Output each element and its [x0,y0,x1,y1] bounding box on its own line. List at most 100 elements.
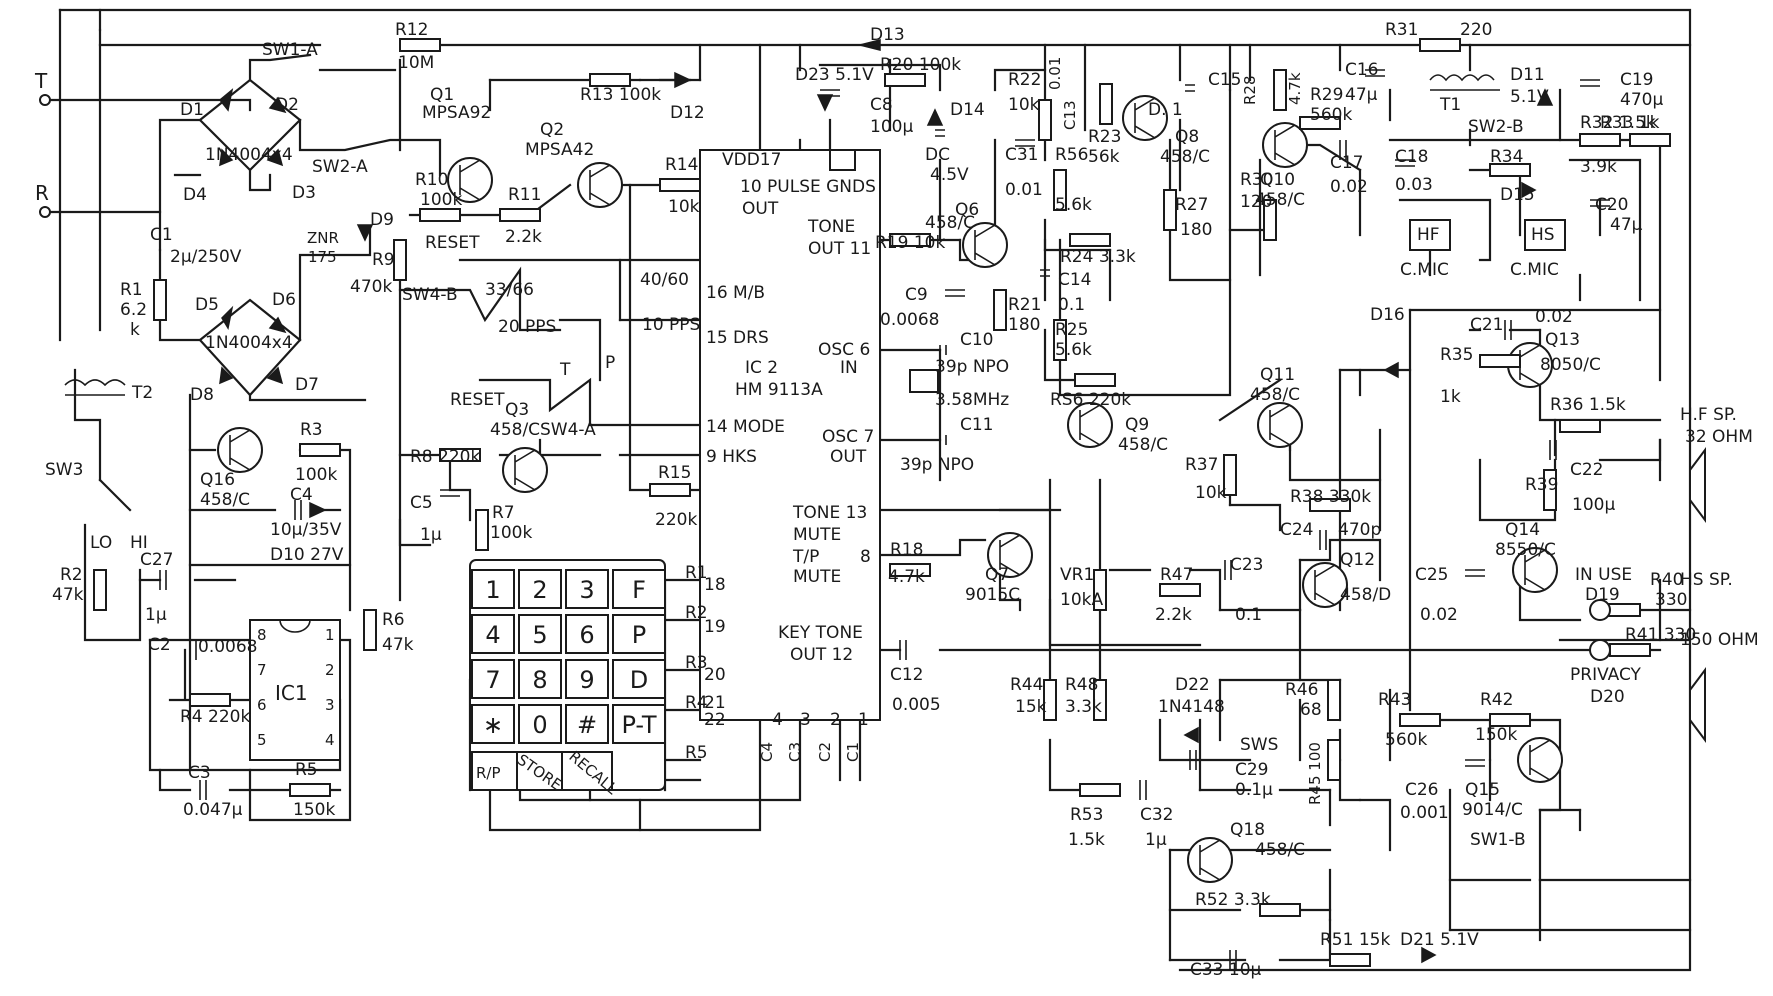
ic2-col-c3: C3 [786,742,804,762]
c4-value: 10μ/35V [270,520,342,540]
q12-label: Q12 [1340,550,1375,570]
t-switch-label: T [559,360,571,380]
keypad-key-frame[interactable] [518,704,562,744]
r56-label: R56 [1055,145,1088,165]
r29-value: 560k [1310,105,1352,125]
keypad-key-frame[interactable] [612,614,666,654]
q9-label: Q9 [1125,415,1149,435]
r48-label: R48 [1065,675,1098,695]
keypad-key-frame[interactable] [518,659,562,699]
ic1-pin5: 5 [257,731,267,749]
ic2-pin20: 20 [704,665,726,685]
r15-value: 220k [655,510,697,530]
c12-label: C12 [890,665,924,685]
keypad-key-frame[interactable] [471,659,515,699]
r48-value: 3.3k [1065,697,1102,717]
keypad-key-frame[interactable] [565,704,609,744]
keypad-key-frame[interactable] [471,704,515,744]
keypad-key[interactable]: 1 [485,576,500,604]
keypad-key-frame[interactable] [471,569,515,609]
hf-speaker-label: H.F SP. [1680,405,1737,425]
keypad-key-frame[interactable] [612,659,666,699]
q10-label: Q10 [1260,170,1295,190]
r42-value: 150k [1475,725,1517,745]
ic2-osc7-out: OUT [830,447,867,467]
ic2-row-r5: R5 [685,743,708,763]
r3-value: 100k [295,465,337,485]
q9-value: 458/C [1118,435,1168,455]
transistor-q11 [1257,402,1303,448]
keypad-key[interactable]: 9 [579,666,594,694]
keypad-key-frame[interactable] [565,614,609,654]
ic1-pin7: 7 [257,661,267,679]
xtal-label: 3.58MHz [935,390,1009,410]
keypad-key[interactable]: 3 [579,576,594,604]
c33-label: C33 10μ [1190,960,1262,980]
keypad-key-frame[interactable] [565,569,609,609]
r18-label: R18 [890,540,923,560]
sw2a-label: SW2-A [312,157,368,177]
vr1-label: VR1 [1060,565,1094,585]
ic2-tone13: TONE 13 [792,503,867,523]
r52-label: R52 3.3k [1195,890,1271,910]
r20-label: R20 100k [880,55,961,75]
keypad-key[interactable]: ∗ [483,711,503,739]
keypad-key[interactable]: 5 [532,621,547,649]
keypad-key[interactable]: 4 [485,621,500,649]
keypad-key-frame[interactable] [565,659,609,699]
d5-label: D5 [195,295,219,315]
transistor-q3 [502,447,548,493]
ic2-pin8: 8 [860,547,871,567]
keypad-key[interactable]: F [632,576,646,604]
r35-label: R35 [1440,345,1473,365]
ic2-name: IC 2 [745,358,778,378]
r43-label: R43 [1378,690,1411,710]
q13-label: Q13 [1545,330,1580,350]
key-rp[interactable]: R/P [476,764,501,782]
keypad-key-frame[interactable] [612,704,666,744]
ic2-block: VDD17 10 PULSE GNDS OUT TONE OUT 11 16 M… [685,149,881,763]
q6-label: Q6 [955,200,979,220]
ic2-row-r3: R3 [685,653,708,673]
c20-label: C20 [1595,195,1629,215]
r6-label: R6 [382,610,405,630]
keypad-key[interactable]: 2 [532,576,547,604]
r5-value: 150k [293,800,335,820]
q18-value: 458/C [1255,840,1305,860]
d2-label: D2 [275,95,299,115]
hs-mic-label: C.MIC [1510,260,1559,280]
d21-label: D21 5.1V [1400,930,1479,950]
d4-label: D4 [183,185,207,205]
keypad-key-frame[interactable] [471,614,515,654]
q10-value: 458/C [1255,190,1305,210]
keypad-key[interactable]: 8 [532,666,547,694]
keypad-key[interactable]: P [632,621,646,649]
keypad-function-keys: R/P STORE RECALL [471,747,621,798]
r34-value: 3.9k [1580,157,1617,177]
keypad-key[interactable]: # [577,711,597,739]
keypad-key-frame[interactable] [518,569,562,609]
c3-label: C3 [188,763,211,783]
r56-value: 5.6k [1055,195,1092,215]
keypad-key[interactable]: D [630,666,648,694]
keypad-key-frame[interactable] [518,614,562,654]
r10-value: 100k [420,190,462,210]
keypad-key[interactable]: P-T [621,711,656,739]
keypad-key[interactable]: 6 [579,621,594,649]
c8-label: C8 [870,95,893,115]
misc-symbols [39,74,1706,743]
keypad-key[interactable]: 0 [532,711,547,739]
sw4b-label: SW4-B [402,285,458,305]
ic2-drs: 15 DRS [706,328,769,348]
transistor-q7 [987,532,1033,578]
ic2-row-r4: R4 [685,693,708,713]
keypad-key[interactable]: 7 [485,666,500,694]
d8-label: D8 [190,385,214,405]
sw3-label: SW3 [45,460,83,480]
d19-label: D19 [1585,585,1620,605]
ic2-tp-mute: MUTE [793,567,841,587]
keypad-key-frame[interactable] [612,569,666,609]
q8-label: Q8 [1175,127,1199,147]
ic2-osc6-in: IN [840,358,858,378]
r53-value: 1.5k [1068,830,1105,850]
